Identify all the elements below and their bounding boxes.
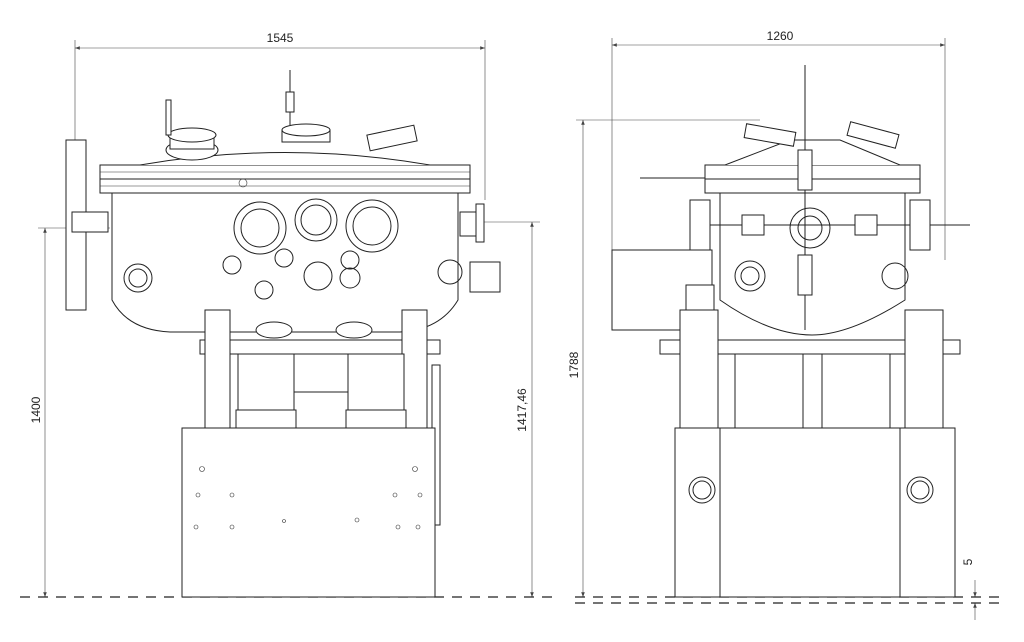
- dim-label-1400: 1400: [29, 396, 43, 423]
- viewports: [123, 198, 463, 300]
- front-base: [181, 427, 436, 598]
- front-width-dimension: 1545: [74, 31, 486, 200]
- side-base: [674, 427, 956, 598]
- dim-label-1260: 1260: [767, 29, 794, 43]
- dim-label-5: 5: [961, 558, 975, 565]
- front-view: 1545 1400 1417,46: [20, 31, 560, 598]
- side-height-dimension: 1788: [567, 119, 760, 597]
- side-width-dimension: 1260: [611, 29, 946, 260]
- dim-label-1788: 1788: [567, 351, 581, 378]
- side-gap-dimension: 5: [961, 558, 977, 620]
- dim-label-1545: 1545: [267, 31, 294, 45]
- side-view: 1260 1788 5: [567, 29, 1000, 620]
- front-frame: [199, 309, 441, 526]
- dim-label-1417-46: 1417,46: [515, 388, 529, 432]
